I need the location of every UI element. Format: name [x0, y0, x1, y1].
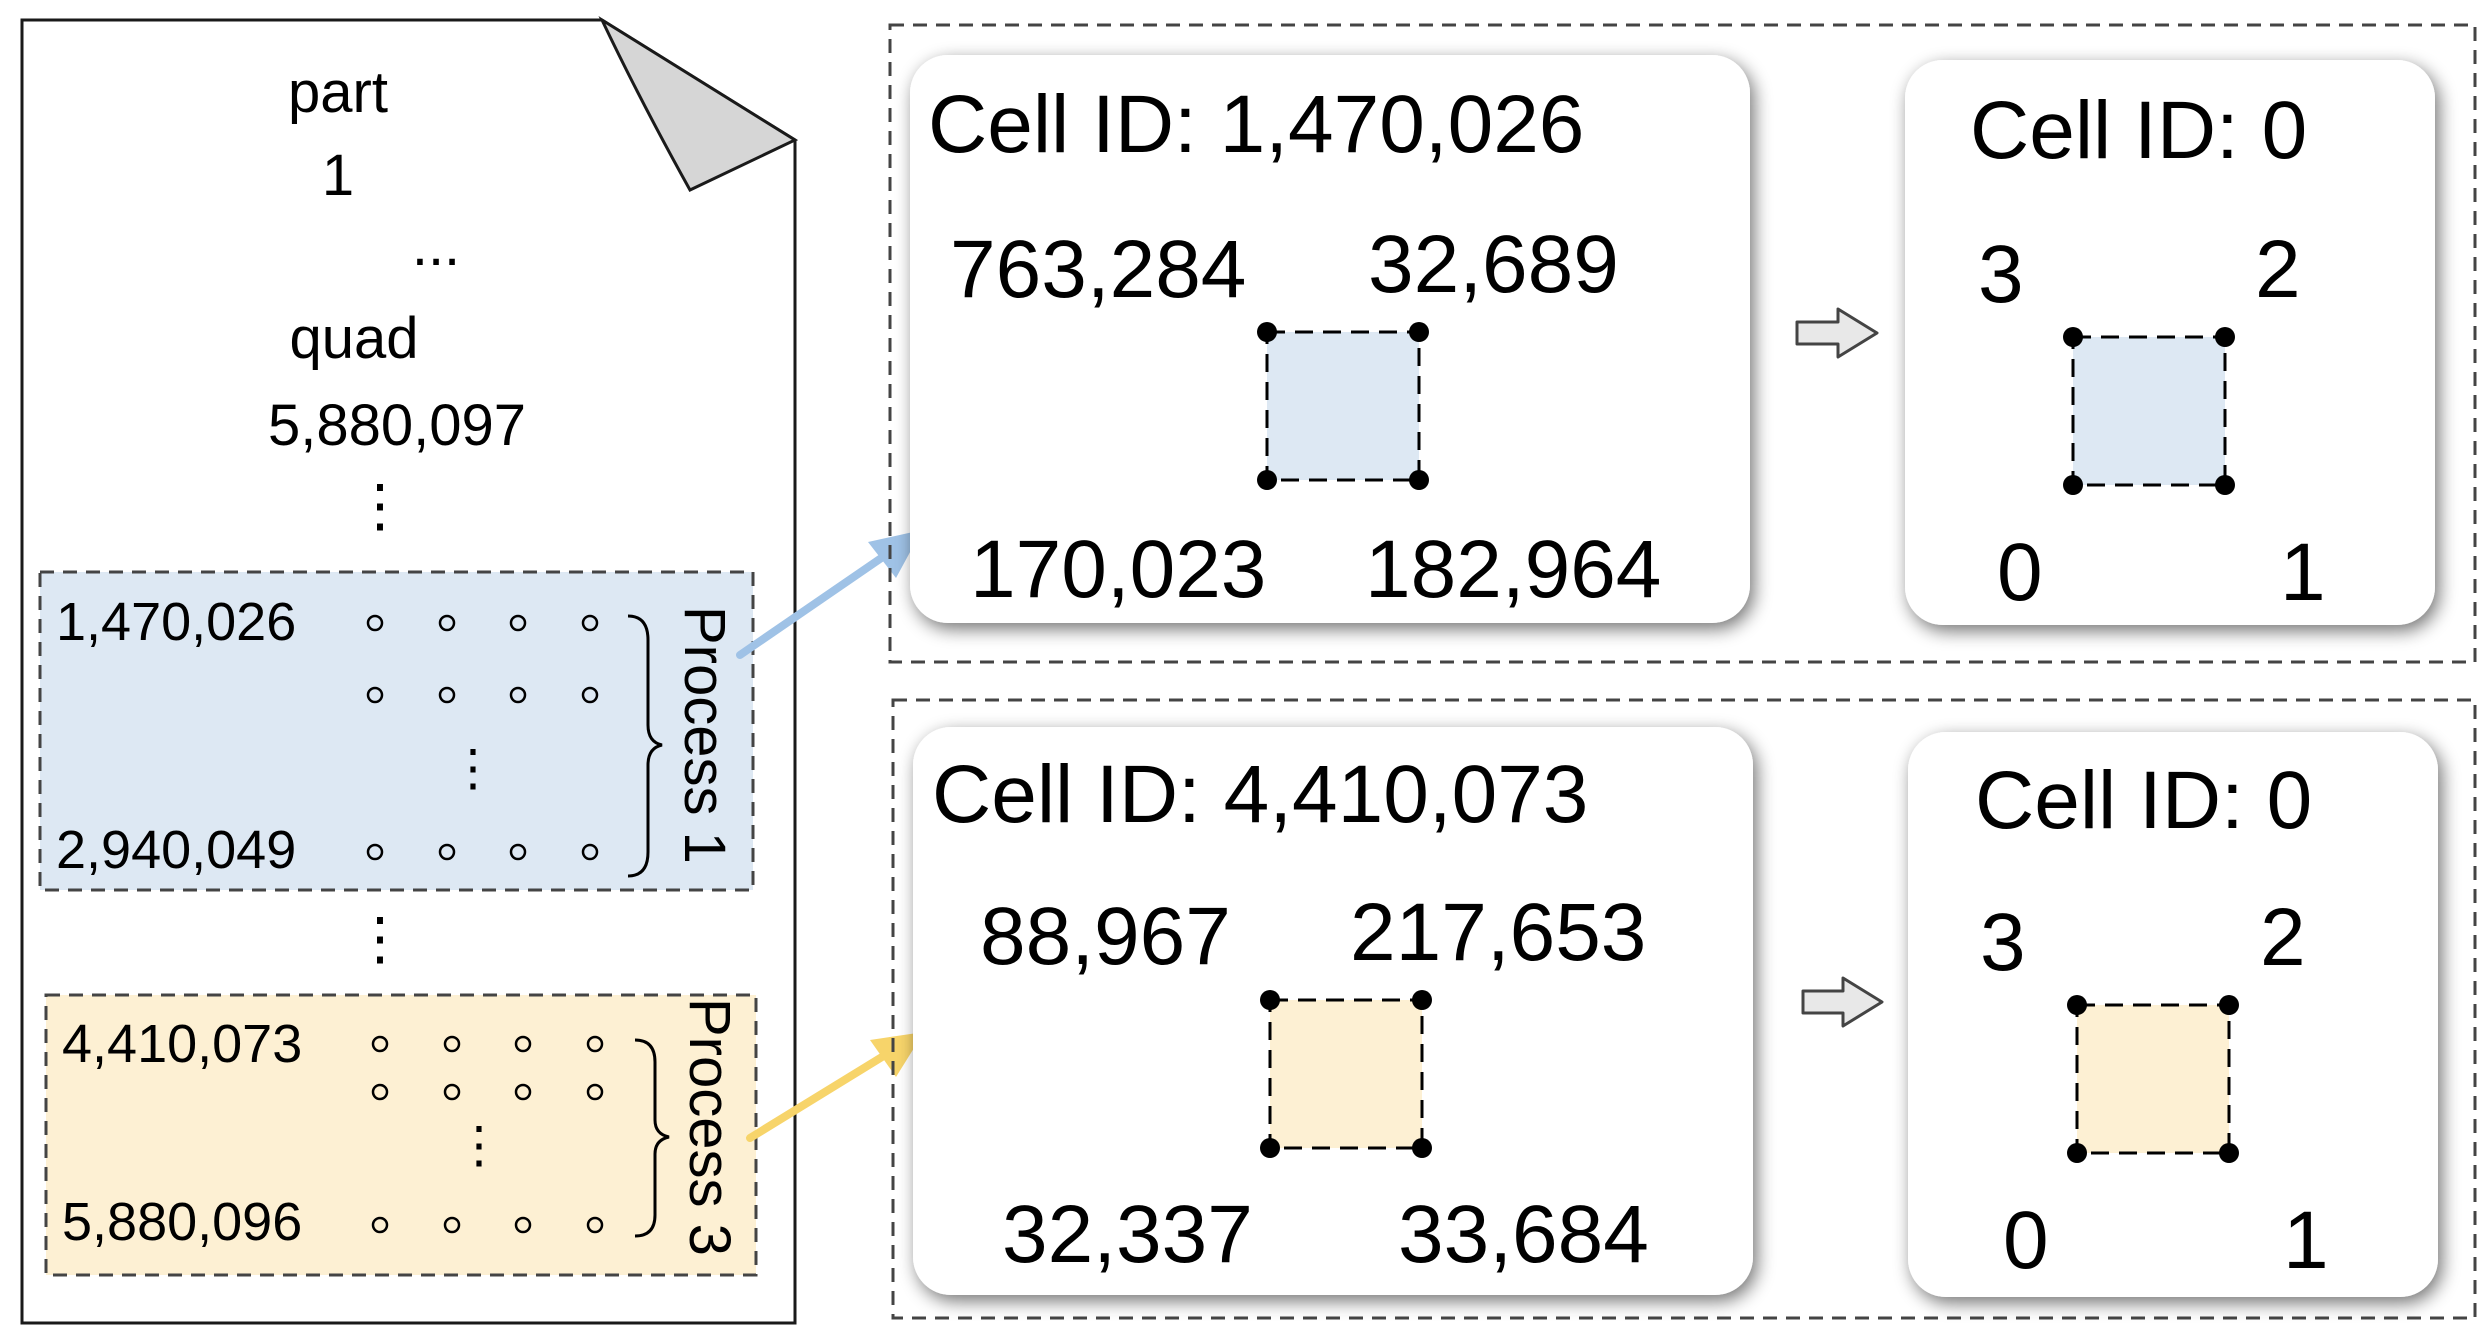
global-quad-cell-2 — [1268, 998, 1424, 1150]
global-cell-title-1: Cell ID: 1,470,026 — [928, 79, 1584, 170]
global-node-top-right-1: 32,689 — [1368, 219, 1619, 310]
local-node-bottom-right-1: 1 — [2280, 527, 2326, 618]
process-1-region — [38, 570, 755, 892]
global-node-bottom-right-1: 182,964 — [1365, 524, 1661, 615]
local-quad-cell-1 — [2071, 335, 2227, 487]
mapping-panel-2: Cell ID: 4,410,073 88,967 217,653 32,337… — [891, 698, 2477, 1320]
local-node-bottom-left-2: 0 — [2003, 1195, 2049, 1286]
mapping-arrow-icon-1 — [1795, 307, 1879, 359]
global-node-bottom-left-1: 170,023 — [970, 524, 1266, 615]
process-3-first-id: 4,410,073 — [62, 1014, 302, 1074]
process-3-region — [44, 993, 758, 1277]
global-cell-card-2: Cell ID: 4,410,073 88,967 217,653 32,337… — [913, 727, 1753, 1295]
process-3-label: Process 3 — [677, 998, 742, 1256]
local-node-bottom-right-2: 1 — [2283, 1195, 2329, 1286]
global-node-bottom-right-2: 33,684 — [1398, 1189, 1649, 1280]
local-cell-card-2: Cell ID: 0 3 2 0 1 — [1908, 732, 2438, 1297]
file-line-quad: quad — [289, 306, 418, 371]
file-line-part: part — [288, 60, 388, 125]
file-document: part 1 ... quad 5,880,097 ⋮ 1,470,026 2,… — [20, 16, 799, 1325]
mapping-panel-1-frame — [888, 23, 2477, 664]
global-quad-cell-1 — [1265, 330, 1421, 482]
process-3-block: 4,410,073 5,880,096 ⋮ Process 3 — [44, 993, 758, 1277]
process-3-brace — [634, 1038, 670, 1238]
process-3-vdots: ⋮ — [454, 1117, 504, 1173]
process-1-brace — [627, 614, 663, 878]
process-1-last-id: 2,940,049 — [56, 820, 296, 880]
local-quad-cell-2 — [2075, 1003, 2231, 1155]
mapping-panel-2-frame — [891, 698, 2477, 1320]
file-between-vdots: ⋮ — [351, 906, 409, 971]
page-curl-icon — [598, 16, 799, 192]
global-cell-title-2: Cell ID: 4,410,073 — [932, 749, 1588, 840]
local-node-top-right-1: 2 — [2255, 224, 2301, 315]
global-cell-card-1: Cell ID: 1,470,026 763,284 32,689 170,02… — [910, 55, 1750, 623]
global-quad-vertices-2 — [1260, 990, 1432, 1158]
process-1-vdots: ⋮ — [448, 740, 498, 796]
local-quad-vertices-1 — [2063, 327, 2235, 495]
process-1-arrow — [736, 530, 922, 659]
mapping-panel-1: Cell ID: 1,470,026 763,284 32,689 170,02… — [888, 23, 2477, 664]
local-node-top-right-2: 2 — [2260, 892, 2306, 983]
local-quad-vertices-2 — [2067, 995, 2239, 1163]
local-node-top-left-2: 3 — [1980, 897, 2026, 988]
global-node-top-right-2: 217,653 — [1350, 887, 1646, 978]
global-node-bottom-left-2: 32,337 — [1002, 1189, 1253, 1280]
file-line-ellipsis: ... — [412, 213, 460, 278]
global-quad-vertices-1 — [1257, 322, 1429, 490]
local-node-top-left-1: 3 — [1978, 229, 2024, 320]
file-line-part-count: 1 — [322, 143, 354, 208]
process-3-arrow — [746, 1032, 924, 1142]
local-node-bottom-left-1: 0 — [1997, 527, 2043, 618]
process-1-label: Process 1 — [672, 606, 737, 864]
process-1-node-dots — [366, 614, 599, 861]
local-cell-title-1: Cell ID: 0 — [1970, 85, 2307, 176]
local-cell-title-2: Cell ID: 0 — [1975, 755, 2312, 846]
global-node-top-left-1: 763,284 — [950, 224, 1246, 315]
process-3-node-dots — [371, 1035, 604, 1234]
global-node-top-left-2: 88,967 — [980, 891, 1231, 982]
file-line-quad-count: 5,880,097 — [268, 393, 526, 458]
mapping-arrow-icon-2 — [1801, 976, 1884, 1028]
process-1-first-id: 1,470,026 — [56, 592, 296, 652]
process-3-last-id: 5,880,096 — [62, 1192, 302, 1252]
local-cell-card-1: Cell ID: 0 3 2 0 1 — [1905, 60, 2435, 625]
file-line-vdots: ⋮ — [351, 473, 409, 538]
process-1-block: 1,470,026 2,940,049 ⋮ Process 1 — [38, 570, 755, 892]
